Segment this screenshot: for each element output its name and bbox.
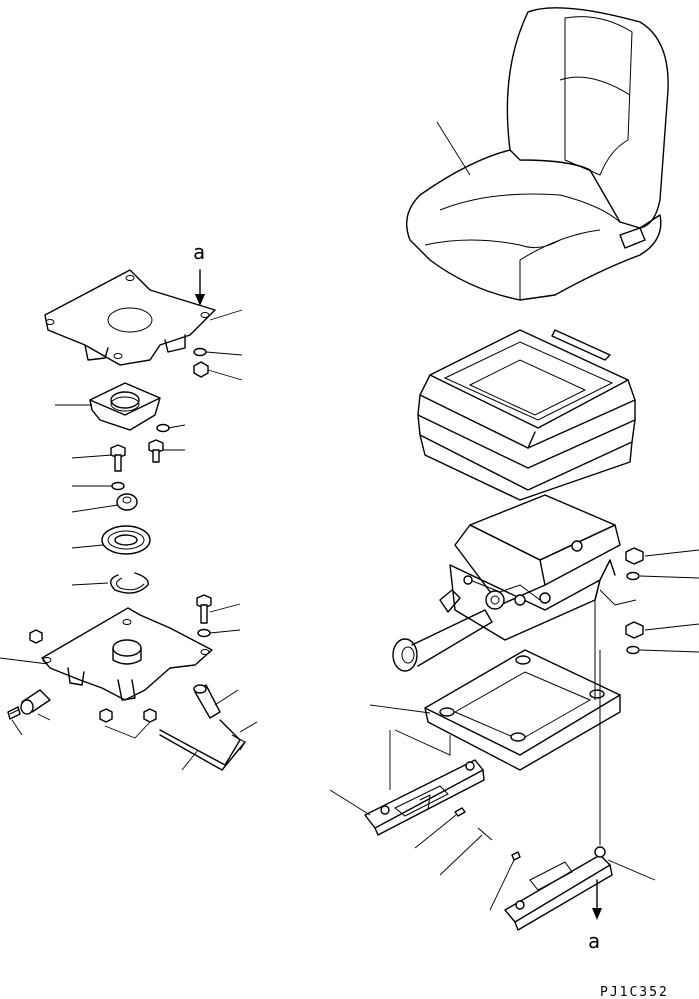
mounting-plate[interactable] [424, 649, 621, 771]
lock-pin[interactable] [20, 689, 51, 715]
slide-rail-left[interactable] [364, 759, 485, 836]
slide-pin-1[interactable] [454, 807, 466, 817]
lever-grip[interactable] [193, 684, 221, 719]
collar[interactable] [116, 493, 138, 511]
slide-pin-2[interactable] [477, 827, 493, 841]
nut-upper-right[interactable] [625, 547, 644, 565]
release-lever[interactable] [159, 719, 246, 771]
bolt-housing[interactable] [148, 439, 164, 463]
slide-pin-3[interactable] [511, 851, 521, 861]
ball-bearing[interactable] [101, 525, 151, 555]
swivel-top-plate[interactable] [44, 269, 216, 366]
drawing-code: PJ1C352 [600, 985, 669, 999]
adjustment-knob[interactable] [392, 609, 493, 672]
reference-mark-top: a [193, 240, 205, 264]
cap-center-1[interactable] [99, 708, 113, 723]
washer-upper-right[interactable] [626, 571, 640, 581]
washer-lower-right[interactable] [626, 645, 640, 655]
snap-ring[interactable] [110, 572, 149, 594]
nut-plate[interactable] [193, 361, 209, 378]
bellows-cover[interactable] [417, 329, 636, 501]
washer-housing[interactable] [156, 423, 170, 433]
set-screw[interactable] [7, 706, 21, 720]
reference-arrow-top [195, 269, 205, 306]
cap-left[interactable] [29, 629, 43, 644]
swivel-bottom-plate[interactable] [41, 607, 213, 701]
bearing-housing[interactable] [89, 382, 161, 431]
reference-arrow-bottom [592, 879, 602, 920]
seat-cushion[interactable] [406, 7, 669, 301]
reference-mark-bottom: a [588, 929, 600, 953]
washer-plate[interactable] [193, 347, 207, 357]
slide-rail-right[interactable] [504, 846, 613, 931]
bolt-left[interactable] [110, 444, 126, 472]
washer-left[interactable] [111, 481, 125, 491]
suspension-mechanism[interactable] [439, 494, 621, 641]
bolt-bottom-plate[interactable] [196, 594, 212, 624]
cap-center-2[interactable] [143, 708, 157, 723]
nut-lower-right[interactable] [625, 621, 644, 639]
washer-bottom-plate[interactable] [197, 628, 211, 638]
